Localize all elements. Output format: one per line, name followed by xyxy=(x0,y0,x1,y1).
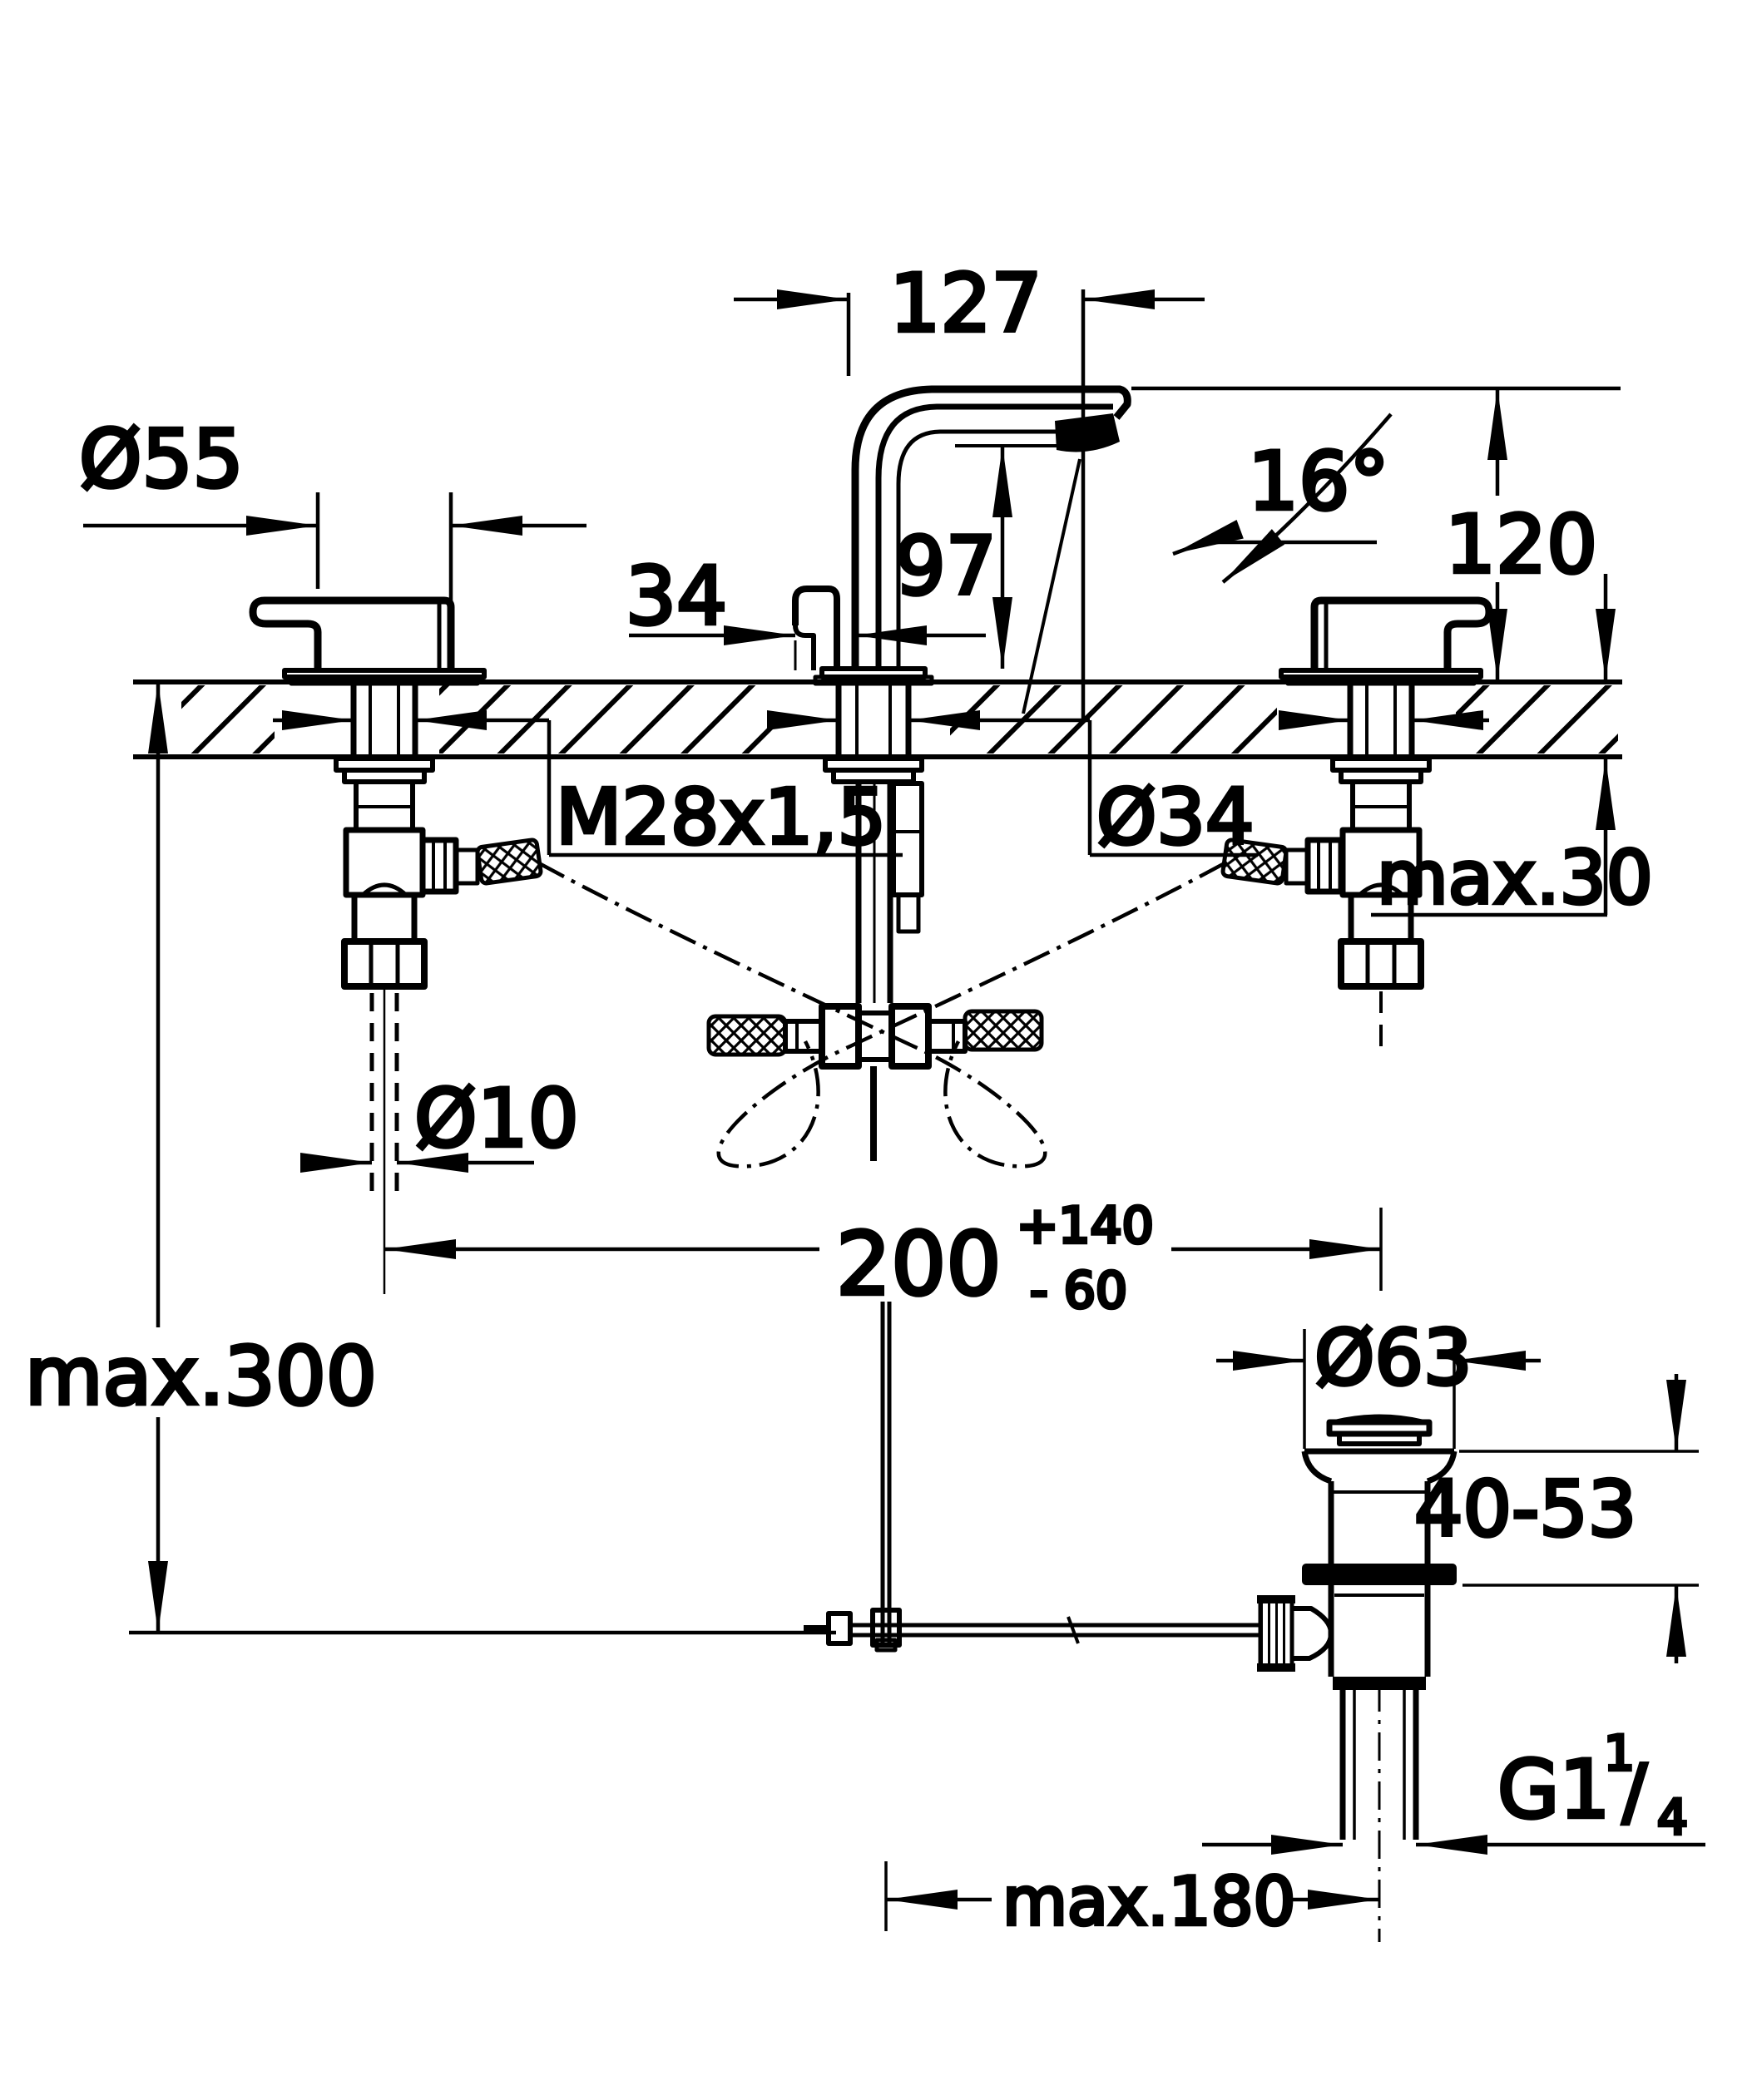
right-handle-plate xyxy=(1285,674,1477,686)
dim-label: 97 xyxy=(895,520,997,613)
right-handle-valve xyxy=(1220,596,1493,1055)
left-valve-hose xyxy=(475,838,543,886)
dim-label: Ø63 xyxy=(1314,1313,1472,1402)
waste-plug-skirt xyxy=(1337,1431,1422,1446)
mixer-body xyxy=(706,385,1131,1161)
dim-outlet-height: 97 xyxy=(893,444,1058,669)
aerator-icon xyxy=(1055,413,1120,452)
dim-label-slash: / xyxy=(1622,1749,1647,1835)
right-valve-ball xyxy=(1358,882,1404,897)
dim-spout-top-height: 120 xyxy=(1131,386,1621,680)
stub-nipple xyxy=(896,892,921,934)
tee-body xyxy=(856,1010,894,1062)
dim-clamp-range: 40-53 xyxy=(1413,1374,1699,1663)
hose-phantom-right xyxy=(716,862,1226,1169)
braided-hose-right xyxy=(963,1009,1044,1052)
waste-collar-seal xyxy=(1302,1564,1457,1585)
dim-label: G1 xyxy=(1497,1743,1610,1836)
dim-label-sup: 1 xyxy=(1604,1725,1635,1781)
tee-nut-right xyxy=(888,1003,932,1070)
waste-flange-left xyxy=(1301,1450,1333,1485)
dim-shank-thread: M28x1,5 xyxy=(273,710,903,863)
spout-mid-profile xyxy=(875,403,1113,670)
left-valve-lower xyxy=(351,892,418,945)
hose-routing-phantom xyxy=(537,862,1226,1169)
dim-lever-offset: 34 xyxy=(624,548,986,670)
dim-label: 34 xyxy=(626,550,727,643)
counter-hatch-segment xyxy=(181,685,275,754)
dim-label: 120 xyxy=(1445,498,1597,591)
mixer-lever-inner xyxy=(793,625,816,670)
dim-spout-reach: 127 xyxy=(734,255,1205,722)
waste-flange-right xyxy=(1426,1450,1458,1485)
dim-waste-thread: G1 1 / 4 xyxy=(1202,1723,1705,1855)
knurled-knob xyxy=(1258,1597,1294,1670)
dim-tolerance-plus: +140 xyxy=(1017,1197,1154,1255)
spout-outer-profile xyxy=(851,385,1131,670)
dim-counter-thickness: max.30 xyxy=(1371,574,1655,922)
left-valve-bottom-hex xyxy=(341,938,428,990)
dim-label: max.300 xyxy=(25,1330,377,1423)
rod-break-mark xyxy=(1067,1616,1080,1644)
dim-handle-diameter: Ø55 xyxy=(77,411,586,669)
dim-label: Ø55 xyxy=(79,413,244,506)
dim-label: M28x1,5 xyxy=(556,773,886,862)
knob-cap xyxy=(1257,1663,1295,1672)
spout-inner-profile xyxy=(896,429,1058,670)
dim-label: 40-53 xyxy=(1414,1465,1636,1554)
dim-pipe-diameter: Ø10 xyxy=(300,1070,581,1173)
pop-up-waste-assembly xyxy=(804,1302,1458,1942)
dim-hole-distance: 200 +140 - 60 xyxy=(384,1195,1383,1322)
dim-label: 16° xyxy=(1248,435,1389,528)
knob-link xyxy=(1292,1606,1334,1661)
dim-label-sub: 4 xyxy=(1657,1789,1688,1846)
dim-deck-hole: Ø34 xyxy=(767,710,1258,863)
left-valve-hex xyxy=(419,837,459,895)
dim-label: Ø34 xyxy=(1096,773,1254,862)
dim-tolerance-minus: - 60 xyxy=(1030,1262,1127,1320)
mixer-lever xyxy=(792,586,840,670)
left-valve-connector xyxy=(453,847,480,886)
mixer-base-plate xyxy=(813,674,934,686)
hose-ferrule-right xyxy=(926,1019,968,1054)
dim-label: 127 xyxy=(889,257,1042,350)
dim-label: max.30 xyxy=(1377,835,1653,921)
dim-max-depth: max.300 xyxy=(23,682,836,1635)
hose-ferrule-left xyxy=(783,1019,824,1054)
braided-hose-left xyxy=(706,1014,788,1057)
hose-connection-stub xyxy=(891,781,924,897)
left-valve-ball xyxy=(361,882,408,897)
dim-label: Ø10 xyxy=(414,1072,579,1165)
right-valve-bottom-hex xyxy=(1338,938,1424,990)
right-handle xyxy=(1310,596,1493,670)
right-valve-hex xyxy=(1304,837,1344,895)
rod-pivot-block xyxy=(870,1608,902,1648)
dim-rod-reach: max.180 xyxy=(884,1861,1379,1942)
left-handle-plate xyxy=(289,674,480,686)
dim-label: max.180 xyxy=(1002,1863,1295,1940)
hose-phantom-left xyxy=(537,862,1047,1169)
right-valve-hose xyxy=(1220,838,1289,886)
rod-left-clevis xyxy=(826,1611,853,1646)
right-valve-connector xyxy=(1284,847,1310,886)
knob-cap xyxy=(1257,1595,1295,1603)
dim-waste-diameter: Ø63 xyxy=(1216,1312,1541,1449)
left-handle xyxy=(249,596,455,670)
dimensions: 127 Ø55 34 97 16° xyxy=(23,255,1705,1942)
dim-label: 200 xyxy=(836,1213,1002,1315)
dim-spray-angle: 16° xyxy=(1022,413,1393,714)
